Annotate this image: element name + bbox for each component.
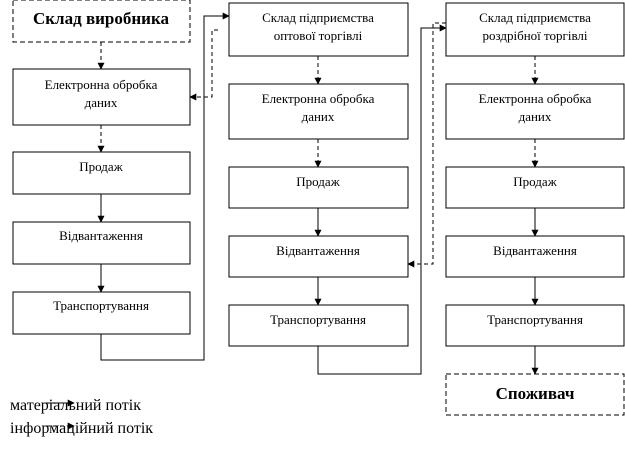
wholesaler-shipment-label: Відвантаження [276, 243, 360, 258]
manufacturer-edp-label-2: даних [85, 95, 118, 110]
wholesaler-sale-box [228, 166, 409, 209]
retailer-sale-label: Продаж [513, 174, 557, 189]
wholesaler-warehouse-label-2: оптової торгівлі [274, 28, 363, 43]
info-flow-retailer-to-wholesaler [407, 22, 446, 268]
manufacturer-edp-label-1: Електронна обробка [45, 77, 158, 92]
manufacturer-sale-box [12, 151, 191, 195]
wholesaler-transport-box [228, 304, 409, 347]
wholesaler-sale-label: Продаж [296, 174, 340, 189]
retailer-transport-box [445, 304, 625, 347]
retailer-column: Склад підприємства роздрібної торгівлі Е… [445, 2, 625, 416]
retailer-edp-box [445, 83, 625, 140]
legend-material-flow: матеріальний потік [10, 397, 142, 414]
retailer-warehouse-label-1: Склад підприємства [479, 10, 591, 25]
retailer-transport-label: Транспортування [487, 312, 583, 327]
info-flow-wholesaler-to-manufacturer [189, 29, 218, 101]
retailer-shipment-box [445, 235, 625, 278]
material-flow-manufacturer-to-wholesaler [100, 12, 230, 361]
consumer-box [445, 373, 625, 416]
retailer-warehouse-label-2: роздрібної торгівлі [482, 28, 587, 43]
retailer-edp-label-2: даних [519, 109, 552, 124]
retailer-shipment-label: Відвантаження [493, 243, 577, 258]
wholesaler-edp-box [228, 83, 409, 140]
manufacturer-warehouse-label: Склад виробника [33, 9, 170, 28]
manufacturer-shipment-label: Відвантаження [59, 228, 143, 243]
manufacturer-edp-box [12, 68, 191, 126]
material-flow-wholesaler-to-retailer [317, 24, 447, 375]
wholesaler-warehouse-label-1: Склад підприємства [262, 10, 374, 25]
wholesaler-edp-label-2: даних [302, 109, 335, 124]
wholesaler-edp-label-1: Електронна обробка [262, 91, 375, 106]
manufacturer-sale-label: Продаж [79, 159, 123, 174]
manufacturer-warehouse-box [12, 0, 191, 43]
wholesaler-column: Склад підприємства оптової торгівлі Елек… [228, 2, 409, 347]
consumer-label: Споживач [496, 384, 575, 403]
wholesaler-shipment-box [228, 235, 409, 278]
wholesaler-transport-label: Транспортування [270, 312, 366, 327]
manufacturer-column: Склад виробника Електронна обробка даних… [12, 0, 191, 335]
retailer-sale-box [445, 166, 625, 209]
retailer-edp-label-1: Електронна обробка [479, 91, 592, 106]
manufacturer-transport-label: Транспортування [53, 298, 149, 313]
legend-information-flow: інформаційний потік [10, 420, 154, 437]
